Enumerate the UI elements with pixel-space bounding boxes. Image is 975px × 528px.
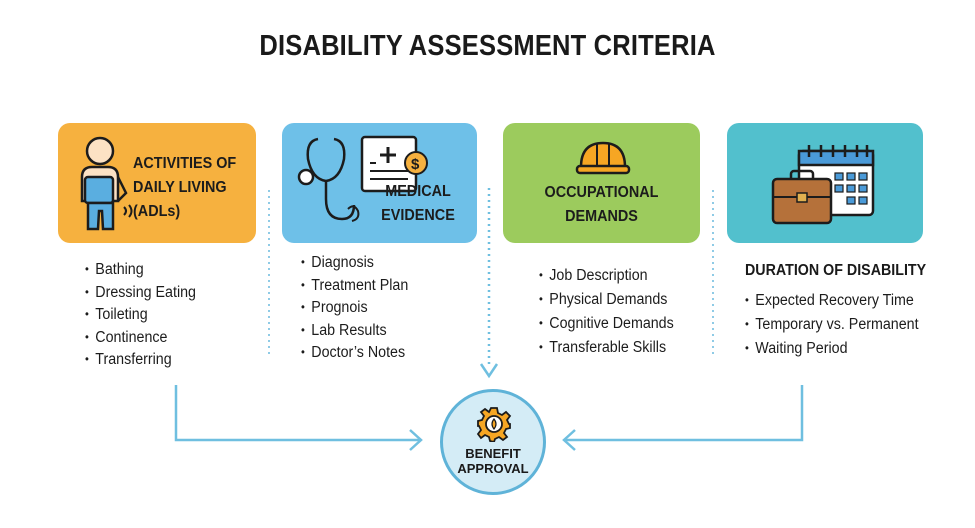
benefit-approval-circle: BENEFIT APPROVAL [440, 389, 546, 495]
list-item: Expected Recovery Time [745, 289, 919, 313]
left-connector-arrow [174, 385, 420, 442]
list-item: Bathing [85, 259, 196, 282]
card-title-line: EVIDENCE [381, 207, 455, 224]
card-occupational-demands: OCCUPATIONAL DEMANDS [503, 123, 700, 243]
right-arrow-head [562, 429, 576, 451]
list-item: Continence [85, 327, 196, 350]
list-item: Prognois [301, 297, 408, 320]
list-item: Treatment Plan [301, 275, 408, 298]
left-arrow-head [409, 429, 423, 451]
card-title-medical: MEDICAL EVIDENCE [373, 180, 463, 228]
briefcase-calendar-icon [769, 141, 879, 238]
card-duration-of-disability [727, 123, 923, 243]
list-item: Job Description [539, 264, 674, 288]
list-item: Diagnosis [301, 252, 408, 275]
card-title-line: DEMANDS [565, 208, 638, 225]
adl-list: Bathing Dressing Eating Toileting Contin… [85, 259, 206, 372]
card-title-line: ACTIVITIES OF [133, 155, 237, 172]
list-item: Transferable Skills [539, 336, 674, 360]
list-item: Temporary vs. Permanent [745, 313, 918, 337]
card-activities-of-daily-living: ACTIVITIES OF DAILY LIVING (ADLs) [58, 123, 256, 243]
card-title-adl: ACTIVITIES OF DAILY LIVING (ADLs) [133, 152, 236, 224]
benefit-approval-label: BENEFIT APPROVAL [443, 446, 543, 476]
circle-label-line: APPROVAL [457, 461, 529, 476]
list-item: Transferring [85, 349, 196, 372]
card-title-line: MEDICAL [385, 183, 451, 200]
stethoscope-document-icon: $ [296, 133, 446, 236]
occupational-list: Job Description Physical Demands Cogniti… [539, 264, 685, 360]
list-item: Waiting Period [745, 337, 919, 361]
card-title-line: (ADLs) [133, 203, 181, 220]
card-title-line: OCCUPATIONAL [544, 184, 659, 201]
gear-icon [476, 406, 512, 447]
list-item: Lab Results [301, 320, 408, 343]
list-item: Toileting [85, 304, 196, 327]
right-connector-arrow [565, 385, 804, 442]
card-title-line: DAILY LIVING [133, 179, 227, 196]
duration-list: Expected Recovery Time Temporary vs. Per… [745, 289, 934, 361]
down-arrow-head [479, 363, 499, 379]
hard-hat-icon [575, 137, 631, 182]
list-item: Doctor’s Notes [301, 342, 408, 365]
list-item: Dressing Eating [85, 282, 196, 305]
svg-text:$: $ [411, 156, 420, 173]
duration-heading: DURATION OF DISABILITY [745, 262, 927, 279]
list-item: Cognitive Demands [539, 312, 673, 336]
medical-list: Diagnosis Treatment Plan Prognois Lab Re… [301, 252, 418, 365]
card-medical-evidence: $ MEDICAL EVIDENCE [282, 123, 477, 243]
circle-label-line: BENEFIT [465, 446, 521, 461]
list-item: Physical Demands [539, 288, 674, 312]
card-title-occupational: OCCUPATIONAL DEMANDS [536, 181, 667, 229]
page-title: DISABILITY ASSESSMENT CRITERIA [259, 30, 716, 62]
person-icon [68, 131, 136, 240]
